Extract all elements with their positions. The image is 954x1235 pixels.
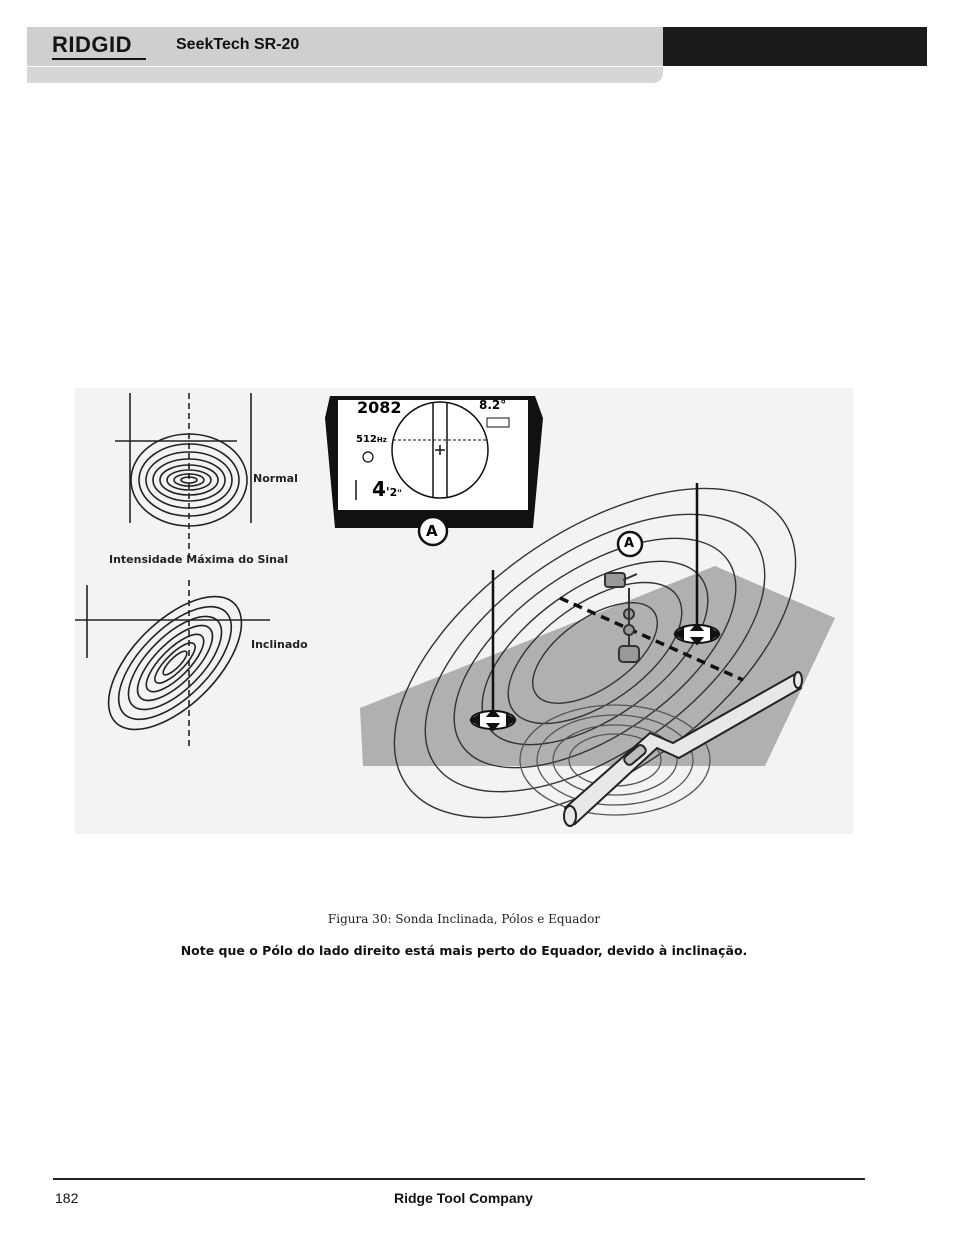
locator-device	[604, 572, 640, 663]
screen-depth-inches: 2	[389, 486, 398, 499]
page-number: 182	[55, 1190, 79, 1206]
label-normal: Normal	[253, 472, 298, 485]
marker-a-circle-2	[616, 530, 644, 558]
tilted-field-diagram	[75, 580, 270, 748]
equator-line	[559, 596, 744, 682]
screen-depth-feet: 4	[372, 477, 386, 501]
figure-note: Note que o Pólo do lado direito está mai…	[180, 943, 748, 958]
product-title: SeekTech SR-20	[176, 36, 300, 53]
screen-frequency-value: 512	[356, 434, 377, 445]
screen-frequency-unit: Hz	[376, 436, 387, 444]
pipe	[563, 671, 803, 827]
marker-a-2: A	[624, 536, 635, 551]
figure-caption: Figura 30: Sonda Inclinada, Pólos e Equa…	[327, 912, 601, 926]
company-name: Ridge Tool Company	[394, 1190, 533, 1206]
header-dark-block	[663, 27, 927, 66]
screen-depth: 4'2"	[372, 477, 402, 501]
pole-left-symbol	[469, 708, 517, 732]
header-underbar	[27, 67, 663, 83]
pole-right-symbol	[673, 622, 721, 646]
screen-depth-feet-mark: '	[385, 485, 390, 499]
screen-depth-inches-mark: "	[397, 489, 402, 499]
marker-a-1: A	[426, 522, 438, 540]
logo-text: RIDGID	[52, 32, 132, 57]
label-tilted: Inclinado	[251, 638, 308, 651]
footer-rule	[53, 1178, 865, 1180]
marker-a-circle-1	[417, 515, 449, 547]
figure-illustration	[75, 393, 835, 827]
logo-underline	[52, 58, 146, 60]
normal-field-diagram	[115, 393, 252, 558]
screen-frequency: 512Hz	[356, 434, 387, 445]
ridgid-logo: RIDGID	[52, 33, 148, 61]
figure-30: 2082 8.2° 512Hz 4'2" A A Normal Intensid…	[75, 388, 853, 834]
screen-signal-strength: 2082	[357, 398, 402, 417]
label-max-signal: Intensidade Máxima do Sinal	[109, 553, 289, 566]
screen-angle: 8.2°	[479, 398, 507, 412]
locator-screen	[325, 396, 543, 528]
